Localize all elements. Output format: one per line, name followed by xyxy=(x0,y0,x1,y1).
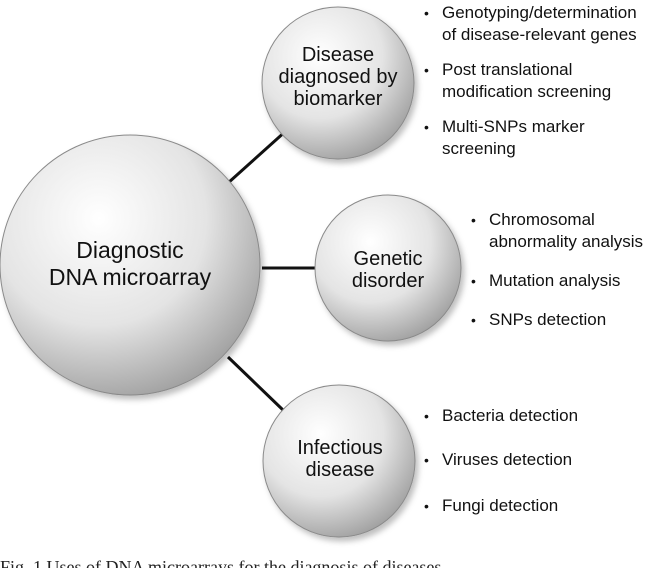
node-infectious xyxy=(262,384,416,538)
list-item: • Multi-SNPs marker screening xyxy=(424,116,637,160)
bullet-dot: • xyxy=(424,5,429,21)
list-item-line: Fungi detection xyxy=(442,496,559,515)
genetic-label: Genetic disorder xyxy=(320,248,456,292)
infectious-label: Infectious disease xyxy=(270,437,410,481)
genetic-label-line: disorder xyxy=(351,270,425,292)
list-item-line: abnormality analysis xyxy=(489,232,644,251)
list-item: • Mutation analysis xyxy=(471,270,643,292)
list-item-line: Post translational xyxy=(442,60,573,79)
list-item-line: Mutation analysis xyxy=(489,271,621,290)
infectious-bullet-list: • Bacteria detection • Viruses detection… xyxy=(424,405,578,517)
bullet-dot: • xyxy=(424,452,429,468)
list-item: • Viruses detection xyxy=(424,449,578,471)
connector-infectious xyxy=(226,355,285,412)
figure-caption: Fig. 1 Uses of DNA microarrays for the d… xyxy=(0,557,442,568)
bullet-dot: • xyxy=(424,119,429,135)
list-item: • Bacteria detection xyxy=(424,405,578,427)
central-label-line2: DNA microarray xyxy=(48,264,212,290)
list-item-line: SNPs detection xyxy=(489,310,607,329)
node-genetic xyxy=(314,194,462,342)
biomarker-label: Disease diagnosed by biomarker xyxy=(268,44,408,110)
list-item-line: modification screening xyxy=(442,82,612,101)
list-item-line: Genotyping/determination xyxy=(442,3,637,22)
bullet-dot: • xyxy=(424,498,429,514)
node-biomarker xyxy=(261,6,415,160)
list-item-line: Multi-SNPs marker xyxy=(442,117,585,136)
biomarker-label-line: Disease xyxy=(301,44,375,66)
central-node xyxy=(0,134,261,396)
list-item-line: Chromosomal xyxy=(489,210,595,229)
bullet-dot: • xyxy=(424,62,429,78)
bullet-dot: • xyxy=(471,273,476,289)
biomarker-bullet-list: • Genotyping/determination of disease-re… xyxy=(424,2,637,160)
genetic-label-line: Genetic xyxy=(353,248,423,270)
list-item: • Fungi detection xyxy=(424,495,578,517)
bullet-dot: • xyxy=(471,312,476,328)
list-item: • Chromosomal abnormality analysis xyxy=(471,209,643,253)
genetic-bullet-list: • Chromosomal abnormality analysis • Mut… xyxy=(471,209,643,331)
list-item: • SNPs detection xyxy=(471,309,643,331)
list-item-line: screening xyxy=(442,139,516,158)
bullet-dot: • xyxy=(424,408,429,424)
biomarker-label-line: biomarker xyxy=(293,88,383,110)
central-label-line1: Diagnostic xyxy=(76,237,184,263)
list-item: • Genotyping/determination of disease-re… xyxy=(424,2,637,46)
list-item: • Post translational modification screen… xyxy=(424,59,637,103)
biomarker-label-line: diagnosed by xyxy=(278,66,398,88)
infectious-label-line: disease xyxy=(305,459,375,481)
connector-biomarker xyxy=(226,128,289,185)
list-item-line: of disease-relevant genes xyxy=(442,25,637,44)
infectious-label-line: Infectious xyxy=(297,437,383,459)
list-item-line: Viruses detection xyxy=(442,450,573,469)
list-item-line: Bacteria detection xyxy=(442,406,579,425)
bullet-dot: • xyxy=(471,212,476,228)
central-label: Diagnostic DNA microarray xyxy=(20,237,240,291)
